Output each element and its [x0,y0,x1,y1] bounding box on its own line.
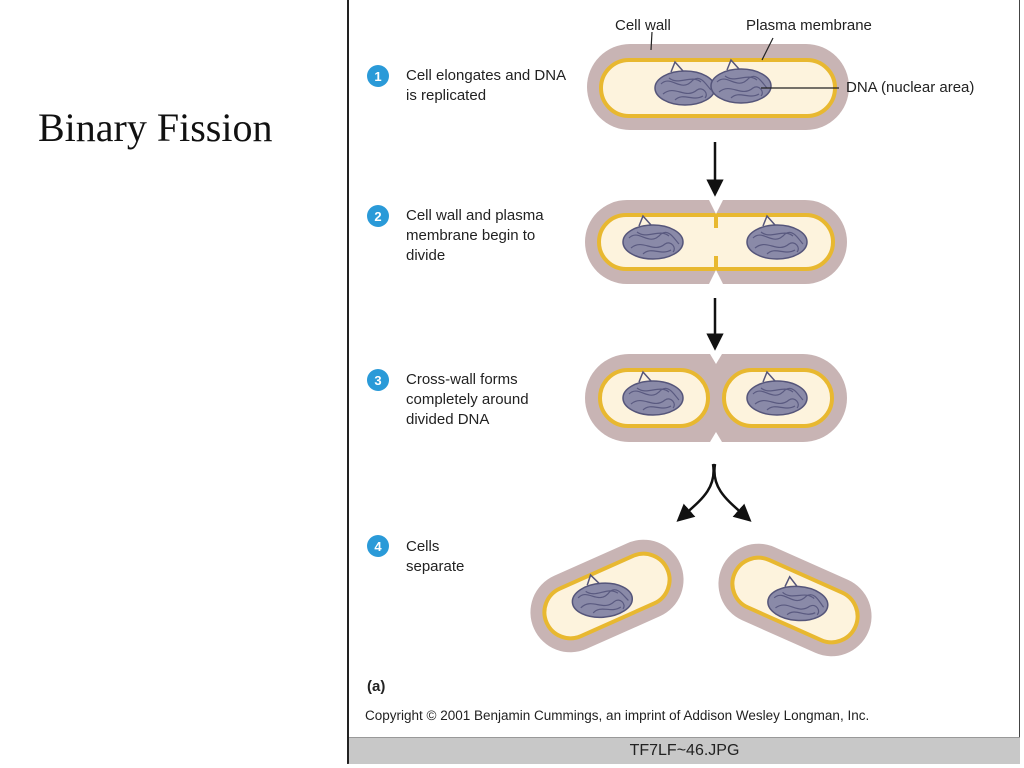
membrane-pointer [761,37,774,61]
filename-caption: TF7LF~46.JPG [349,737,1020,764]
step2-cell [585,200,847,284]
step-number: 1 [374,69,381,84]
step-number: 2 [374,209,381,224]
plasma-membrane-label: Plasma membrane [746,17,872,34]
copyright-notice: Copyright © 2001 Benjamin Cummings, an i… [365,708,870,723]
step3-cell [585,354,847,442]
separation-arrows [676,463,752,522]
step-number: 4 [374,539,382,554]
cell-wall-pointer [650,31,653,51]
step4-left-cell [530,539,684,653]
step3-text: Cross-wall forms completely around divid… [406,371,529,428]
step1-text: Cell elongates and DNA is replicated [406,67,566,104]
dna-label: DNA (nuclear area) [846,79,975,96]
slide-title: Binary Fission [38,105,273,150]
binary-fission-diagram: 1 2 3 4 [367,31,872,657]
step4-text: Cells separate [406,538,465,575]
step1-cell [587,31,849,130]
step4-right-cell [718,543,872,657]
binary-fission-figure: 1 2 3 4 Cell wall Plasma membrane DNA (n… [347,0,1020,764]
cell-wall-label: Cell wall [615,17,671,34]
step-badges: 1 2 3 4 [367,65,389,557]
panel-letter: (a) [367,678,386,695]
step2-text: Cell wall and plasma membrane begin to d… [406,207,544,264]
step-number: 3 [374,373,381,388]
